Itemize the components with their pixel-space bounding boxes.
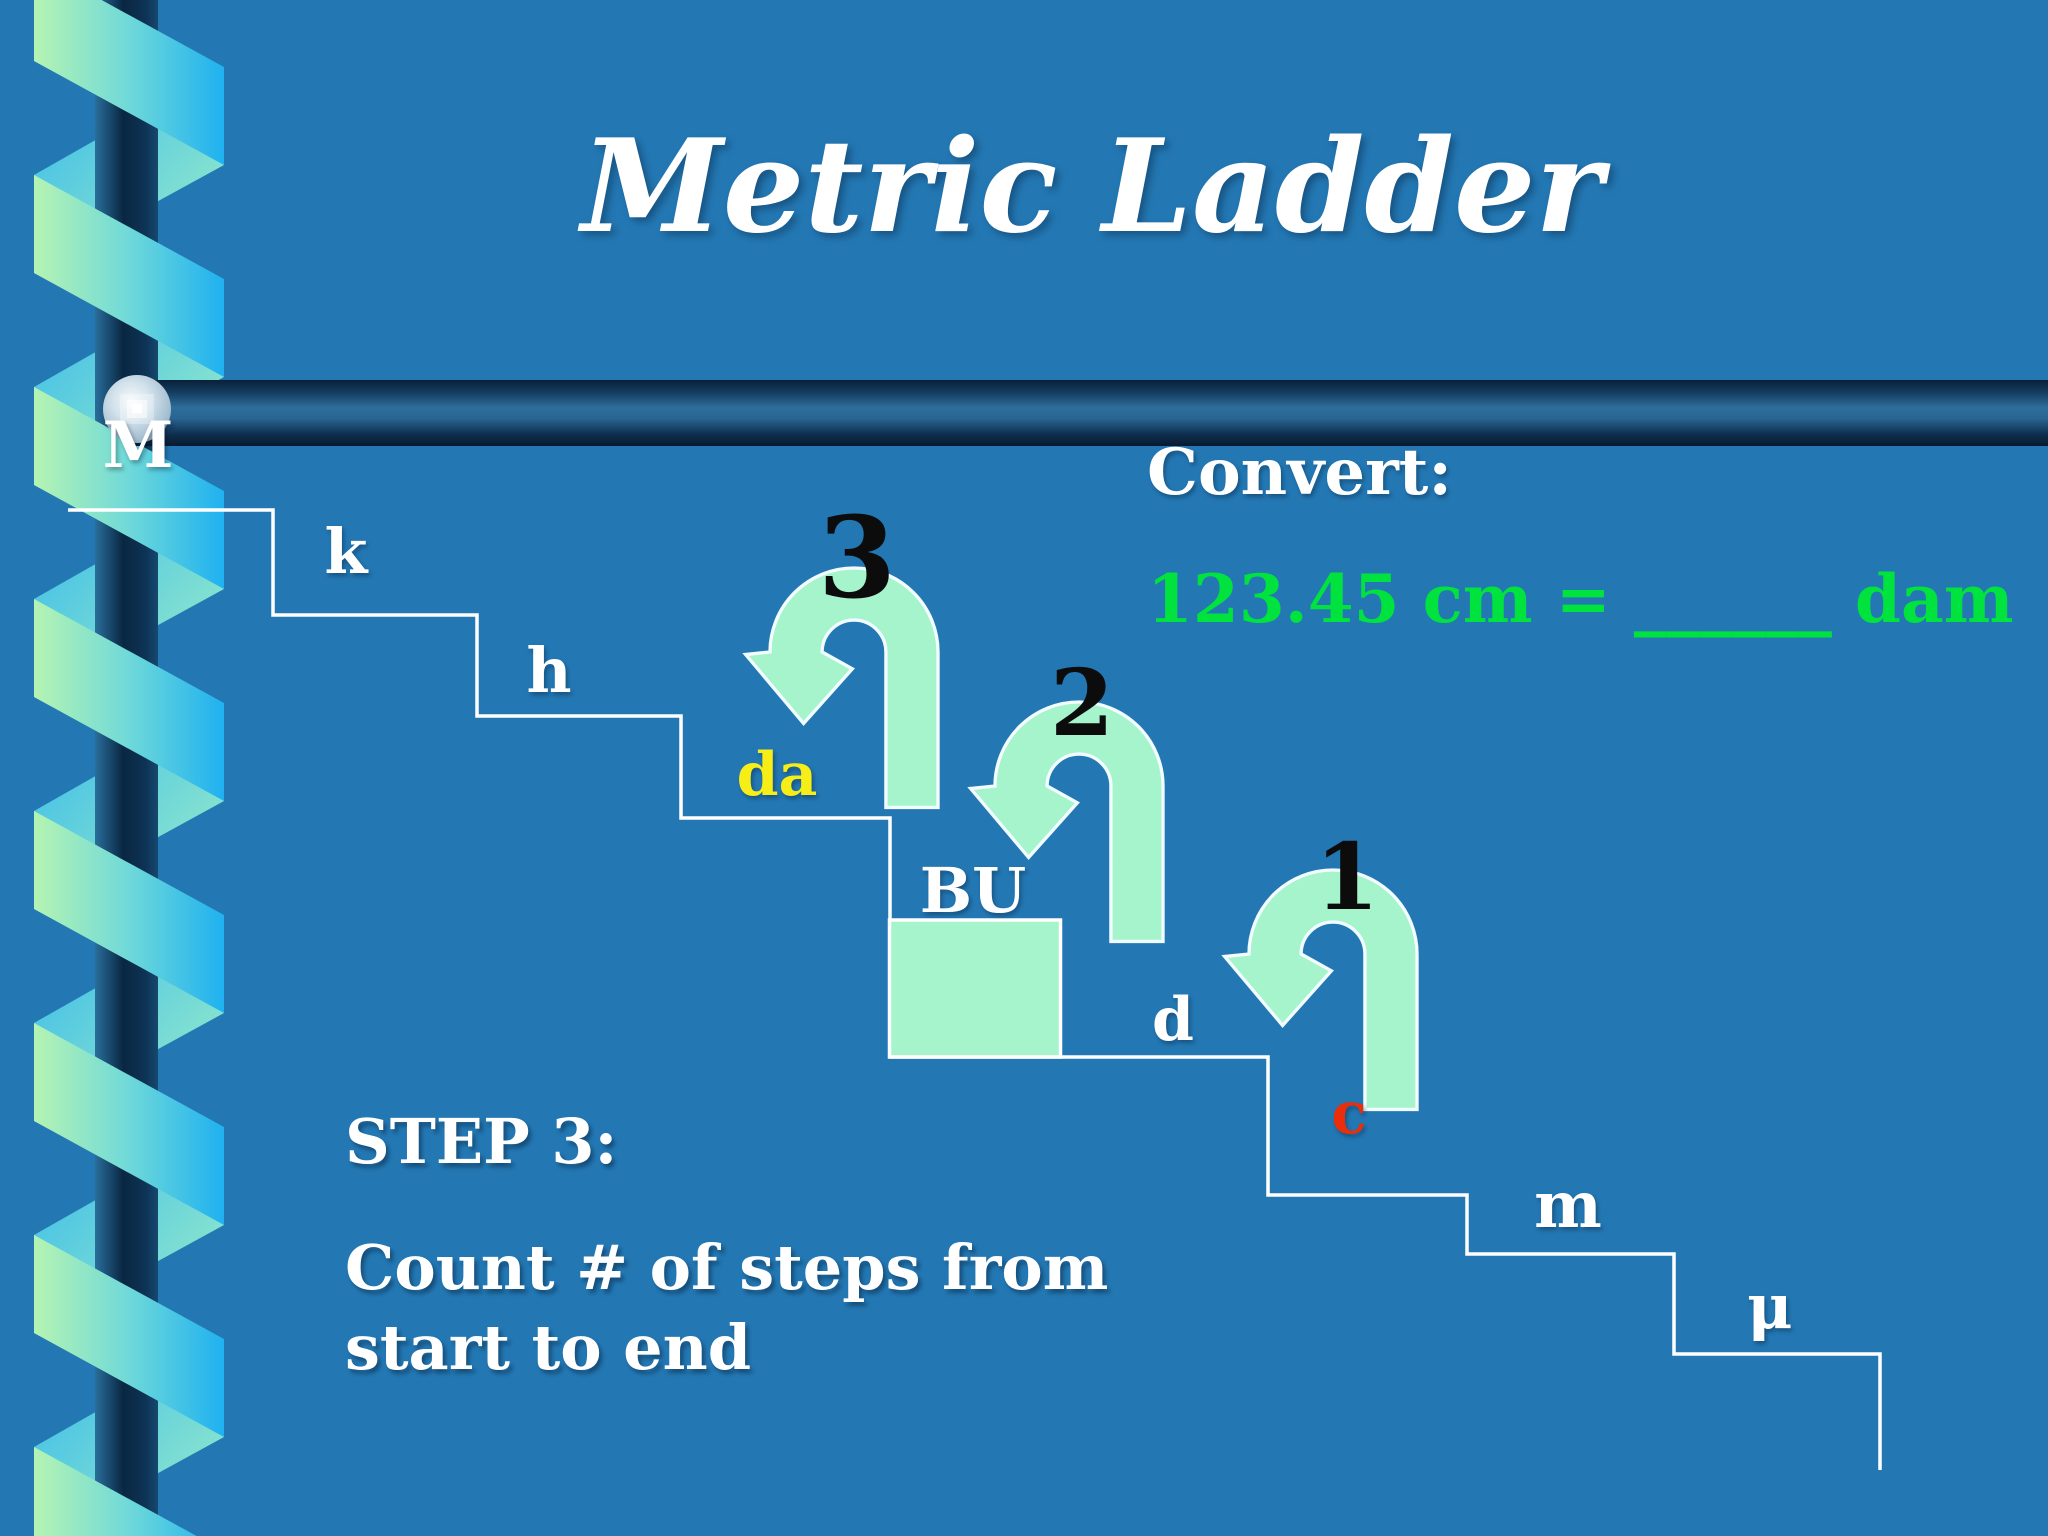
unit-label-micro: μ xyxy=(1747,1270,1793,1343)
unit-label-kilo: k xyxy=(324,515,368,588)
base-unit-square xyxy=(887,918,1063,1059)
unit-label-base-unit: BU xyxy=(919,854,1027,927)
horizontal-divider-bar xyxy=(128,380,2048,446)
unit-label-mega: M xyxy=(102,408,174,483)
unit-label-deci: d xyxy=(1152,985,1194,1055)
step-count-1: 1 xyxy=(1314,823,1380,931)
unit-label-hecto: h xyxy=(526,634,572,707)
unit-label-deka: da xyxy=(736,740,818,810)
staircase-upper-line xyxy=(68,508,892,920)
step3-heading: STEP 3: xyxy=(345,1105,618,1178)
spiral-ribbon-decoration xyxy=(34,0,224,1536)
step-count-2: 2 xyxy=(1049,649,1115,757)
step3-instruction-line2: start to end xyxy=(345,1311,752,1384)
conversion-equation: 123.45 cm = ______ dam xyxy=(1147,560,2014,638)
unit-label-milli: m xyxy=(1534,1168,1602,1243)
sphere-ornament xyxy=(103,375,171,443)
convert-heading: Convert: xyxy=(1147,435,1452,510)
slide-title: Metric Ladder xyxy=(581,112,1603,262)
staircase-lower-line xyxy=(889,1055,1882,1470)
ribbon-front-bands xyxy=(34,0,224,1536)
unit-label-centi: c xyxy=(1331,1079,1367,1147)
staircase xyxy=(68,508,1882,1470)
step-count-3: 3 xyxy=(818,493,896,624)
step3-instruction-line1: Count # of steps from xyxy=(345,1231,1109,1304)
